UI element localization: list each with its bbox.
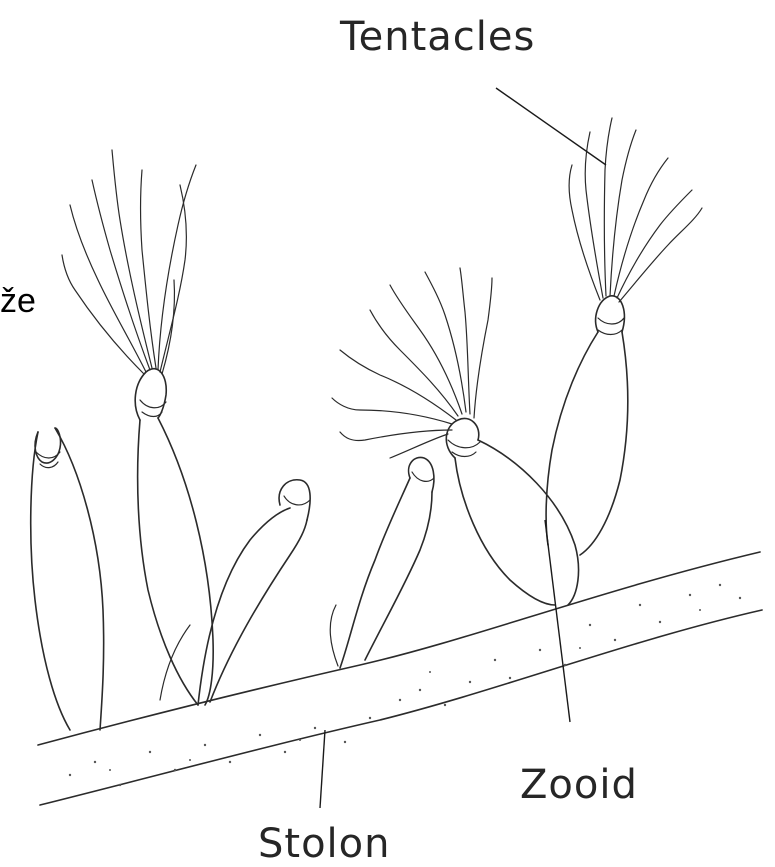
tentacles-label: Tentacles	[339, 14, 535, 60]
zooid-leader-line	[545, 520, 570, 722]
zooid-1	[31, 428, 104, 730]
cutoff-slide-text: že	[0, 282, 36, 320]
zooid-3	[160, 480, 310, 705]
zooid-6	[546, 118, 702, 555]
stolon-leader-line	[320, 730, 325, 808]
tentacles-leader-line	[496, 88, 606, 165]
zooid-2	[62, 150, 213, 705]
zooid-5	[332, 268, 579, 605]
stolon-texture	[69, 584, 741, 786]
stolon-label: Stolon	[258, 821, 390, 867]
zooid-label: Zooid	[520, 762, 638, 808]
zooid-4	[330, 457, 434, 668]
stolon	[38, 552, 762, 805]
